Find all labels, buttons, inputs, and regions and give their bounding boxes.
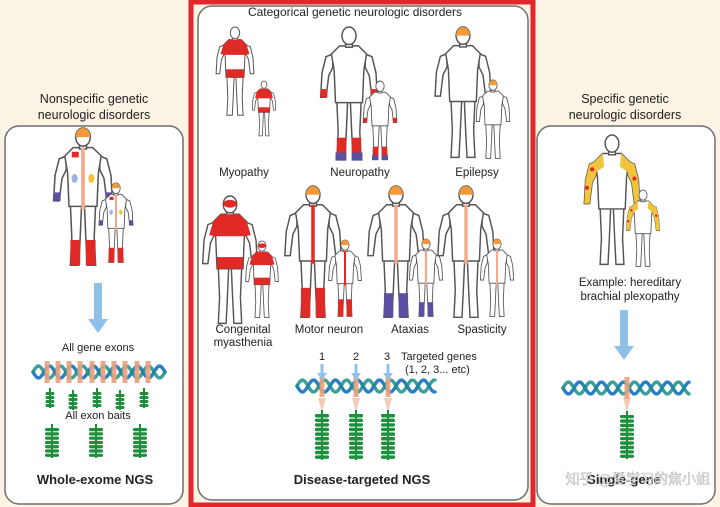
- exon-marker-5: [89, 361, 95, 383]
- center-title: Categorical genetic neurologic disorders: [248, 5, 462, 19]
- bait-targeted-2: [349, 410, 363, 460]
- exon-marker-10: [145, 361, 151, 383]
- figure-spasticity-child: [479, 238, 515, 317]
- figure-myopathy-child: [251, 80, 277, 137]
- right-title-line2: neurologic disorders: [569, 108, 682, 122]
- arrow-down-left: [88, 283, 108, 333]
- bait-small-4: [115, 390, 125, 410]
- capture-baits: [45, 388, 634, 460]
- center-footer: Disease-targeted NGS: [294, 472, 431, 487]
- left-title-line2: neurologic disorders: [38, 108, 151, 122]
- arrow-gene-2: [351, 364, 361, 380]
- bait-large-1: [45, 424, 59, 458]
- arrow-gene-1: [317, 364, 327, 380]
- label-ataxias: Ataxias: [391, 324, 429, 336]
- label-motor-neuron: Motor neuron: [295, 324, 363, 336]
- bait-large-3: [133, 424, 147, 458]
- dna-strands: [31, 361, 691, 412]
- arrow-gene-3: [383, 364, 393, 380]
- capture-link-3: [384, 398, 392, 412]
- exon-marker-2: [55, 361, 61, 383]
- bait-large-2: [89, 424, 103, 458]
- capture-link-4: [623, 398, 631, 412]
- bait-targeted-1: [315, 410, 329, 460]
- label-neuropathy: Neuropathy: [330, 167, 390, 179]
- figure-plexopathy-adult: [583, 134, 641, 266]
- targeted-exon-3: [385, 375, 391, 397]
- flow-arrows: [88, 283, 634, 380]
- highlight-frame: [188, 0, 536, 507]
- targeted-genes-label: Targeted genes: [401, 351, 477, 363]
- figure-motor-neuron-child: [328, 239, 362, 317]
- label-all-exon-baits: All exon baits: [65, 410, 131, 422]
- bait-single-gene: [620, 411, 634, 459]
- figure-nonspecific-child: [98, 182, 134, 263]
- figure-myasthenia-adult: [201, 195, 259, 325]
- figure-epilepsy-adult: [434, 26, 492, 159]
- bait-small-2: [68, 390, 78, 410]
- label-spasticity: Spasticity: [457, 324, 506, 336]
- exon-marker-7: [111, 361, 117, 383]
- single-gene-exon: [624, 377, 630, 399]
- figure-spasticity-adult: [437, 185, 495, 319]
- left-title-line1: Nonspecific genetic: [40, 92, 148, 106]
- capture-link-2: [352, 398, 360, 412]
- watermark: 知乎 @爱学习的焦小姐: [566, 471, 710, 488]
- figure-ataxia-child: [408, 238, 444, 317]
- figure-nonspecific-adult: [52, 127, 114, 266]
- gene-number-1: 1: [319, 351, 325, 363]
- figure-neuropathy-child: [362, 80, 398, 161]
- example-line2: brachial plexopathy: [580, 291, 679, 303]
- targeted-exon-2: [353, 375, 359, 397]
- figure-myopathy-adult: [215, 26, 255, 116]
- gene-number-3: 3: [384, 351, 390, 363]
- label-congenital: Congenital: [216, 324, 271, 336]
- figure-epilepsy-child: [475, 79, 511, 159]
- exon-marker-6: [100, 361, 106, 383]
- exon-marker-8: [122, 361, 128, 383]
- figure-ataxia-adult: [367, 185, 425, 319]
- exon-marker-3: [66, 361, 72, 383]
- bait-targeted-3: [381, 410, 395, 460]
- center-panel: [197, 5, 529, 501]
- right-footer: Single-gene: [587, 472, 661, 487]
- example-line1: Example: hereditary: [579, 277, 682, 289]
- targeted-exon-1: [319, 375, 325, 397]
- label-myopathy: Myopathy: [219, 167, 269, 179]
- left-footer: Whole-exome NGS: [37, 472, 154, 487]
- exon-marker-9: [134, 361, 140, 383]
- exon-marker-4: [77, 361, 83, 383]
- arrow-down-right: [614, 310, 634, 360]
- figure-neuropathy-adult: [319, 26, 379, 161]
- bait-small-5: [139, 388, 149, 408]
- exon-marker-1: [44, 361, 50, 383]
- label-epilepsy: Epilepsy: [455, 167, 499, 179]
- capture-link-1: [318, 398, 326, 412]
- label-all-gene-exons: All gene exons: [62, 342, 135, 354]
- patient-figures: [52, 26, 660, 325]
- figure-motor-neuron-adult: [284, 185, 342, 319]
- gene-number-2: 2: [353, 351, 359, 363]
- figure-plexopathy-child: [626, 189, 660, 267]
- label-myasthenia: myasthenia: [214, 337, 273, 349]
- dna-strand-whole-exome: [31, 364, 167, 380]
- figure-myasthenia-child: [245, 240, 279, 318]
- right-title-line1: Specific genetic: [581, 92, 669, 106]
- bait-small-3: [92, 388, 102, 408]
- targeted-genes-range: (1, 2, 3... etc): [405, 364, 470, 376]
- bait-small-1: [45, 388, 55, 408]
